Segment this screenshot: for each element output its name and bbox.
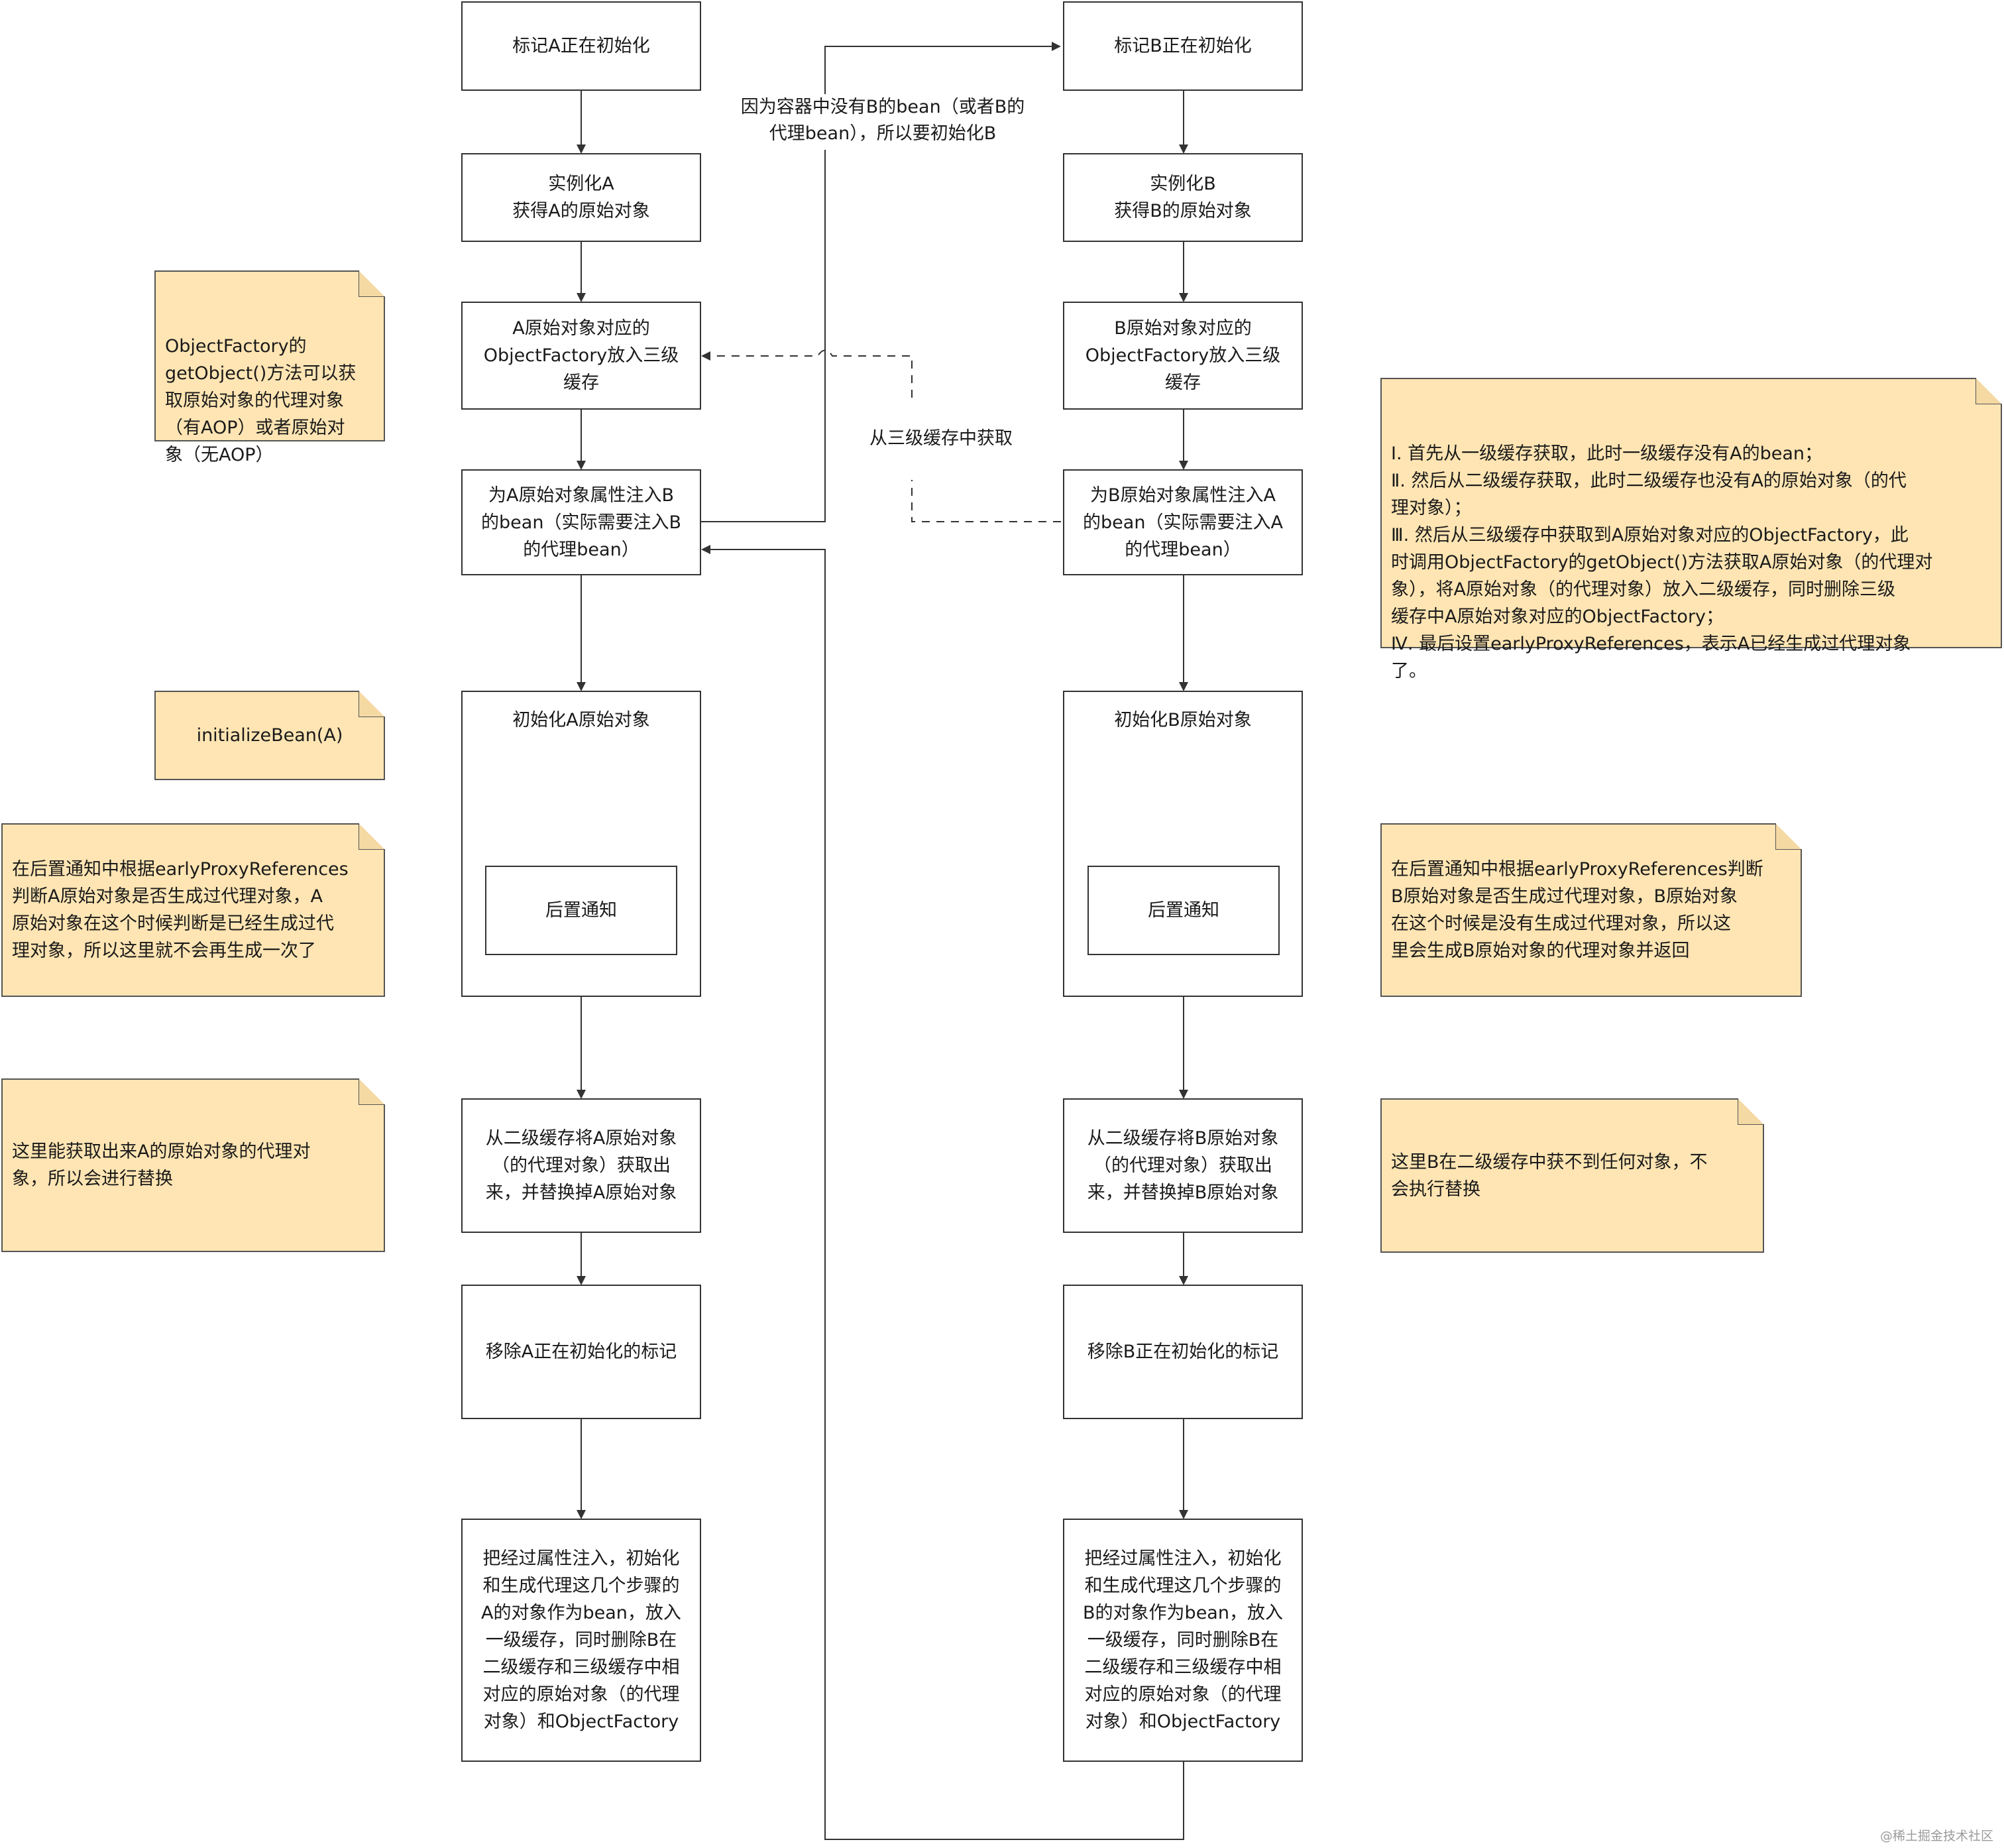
note-cache-steps: Ⅰ. 首先从一级缓存获取，此时一级缓存没有A的bean； Ⅱ. 然后从二级缓存获… [1380, 378, 2002, 681]
note-fold-icon [1775, 823, 1802, 850]
edge-label-init-b: 因为容器中没有B的bean（或者B的 代理bean），所以要初始化B [717, 94, 1048, 150]
node-inst-a: 实例化A 获得A的原始对象 [461, 153, 701, 242]
note-fold-icon [1976, 378, 2002, 404]
note-cache-steps-text: Ⅰ. 首先从一级缓存获取，此时一级缓存没有A的bean； Ⅱ. 然后从二级缓存获… [1391, 443, 1933, 681]
node-post-b: 后置通知 [1087, 866, 1280, 955]
note-fold-icon [359, 270, 385, 297]
node-factory-b: B原始对象对应的 ObjectFactory放入三级 缓存 [1063, 302, 1303, 410]
arrow-dashed-get-from-l3 [701, 349, 913, 398]
node-init-a-label: 初始化A原始对象 [512, 710, 650, 730]
note-replace-b: 这里B在二级缓存中获不到任何对象，不 会执行替换 [1380, 1098, 1764, 1253]
note-post-b: 在后置通知中根据earlyProxyReferences判断 B原始对象是否生成… [1380, 823, 1802, 997]
note-fold-icon [1738, 1098, 1764, 1125]
note-replace-b-text: 这里B在二级缓存中获不到任何对象，不 会执行替换 [1391, 1151, 1708, 1200]
node-final-b: 把经过属性注入，初始化 和生成代理这几个步骤的 B的对象作为bean，放入 一级… [1063, 1519, 1303, 1762]
node-inst-b: 实例化B 获得B的原始对象 [1063, 153, 1303, 242]
arrow-dashed-inject-b-to-factory-a [911, 480, 1061, 522]
note-replace-a-text: 这里能获取出来A的原始对象的代理对 象，所以会进行替换 [12, 1141, 311, 1189]
note-post-a: 在后置通知中根据earlyProxyReferences 判断A原始对象是否生成… [1, 823, 385, 997]
node-remove-b: 移除B正在初始化的标记 [1063, 1285, 1303, 1419]
note-fold-icon [359, 691, 385, 717]
note-fold-icon [359, 823, 385, 850]
node-mark-b: 标记B正在初始化 [1063, 1, 1303, 91]
watermark: @稀土掘金技术社区 [1879, 1829, 1993, 1843]
note-initialize-bean: initializeBean(A) [154, 691, 385, 780]
node-inject-a: 为A原始对象属性注入B 的bean（实际需要注入B 的代理bean） [461, 469, 701, 575]
edge-label-get-from-l3: 从三级缓存中获取 [842, 426, 1040, 455]
note-object-factory: ObjectFactory的 getObject()方法可以获 取原始对象的代理… [154, 270, 385, 465]
note-object-factory-text: ObjectFactory的 getObject()方法可以获 取原始对象的代理… [165, 336, 357, 465]
node-mark-a: 标记A正在初始化 [461, 1, 701, 91]
arrow-final-b-to-inject-a [701, 545, 1184, 1840]
node-remove-a: 移除A正在初始化的标记 [461, 1285, 701, 1419]
node-replace-b: 从二级缓存将B原始对象 （的代理对象）获取出 来，并替换掉B原始对象 [1063, 1098, 1303, 1233]
node-factory-a: A原始对象对应的 ObjectFactory放入三级 缓存 [461, 302, 701, 410]
node-replace-a: 从二级缓存将A原始对象 （的代理对象）获取出 来，并替换掉A原始对象 [461, 1098, 701, 1233]
note-initialize-bean-text: initializeBean(A) [196, 725, 343, 746]
node-init-b-label: 初始化B原始对象 [1114, 710, 1252, 730]
note-fold-icon [359, 1078, 385, 1105]
node-inject-b: 为B原始对象属性注入A 的bean（实际需要注入A 的代理bean） [1063, 469, 1303, 575]
node-post-a: 后置通知 [485, 866, 677, 955]
node-final-a: 把经过属性注入，初始化 和生成代理这几个步骤的 A的对象作为bean，放入 一级… [461, 1519, 701, 1762]
arrow-inject-a-to-mark-b [701, 42, 1061, 522]
note-replace-a: 这里能获取出来A的原始对象的代理对 象，所以会进行替换 [1, 1078, 385, 1252]
note-post-b-text: 在后置通知中根据earlyProxyReferences判断 B原始对象是否生成… [1391, 859, 1763, 961]
note-post-a-text: 在后置通知中根据earlyProxyReferences 判断A原始对象是否生成… [12, 859, 349, 961]
